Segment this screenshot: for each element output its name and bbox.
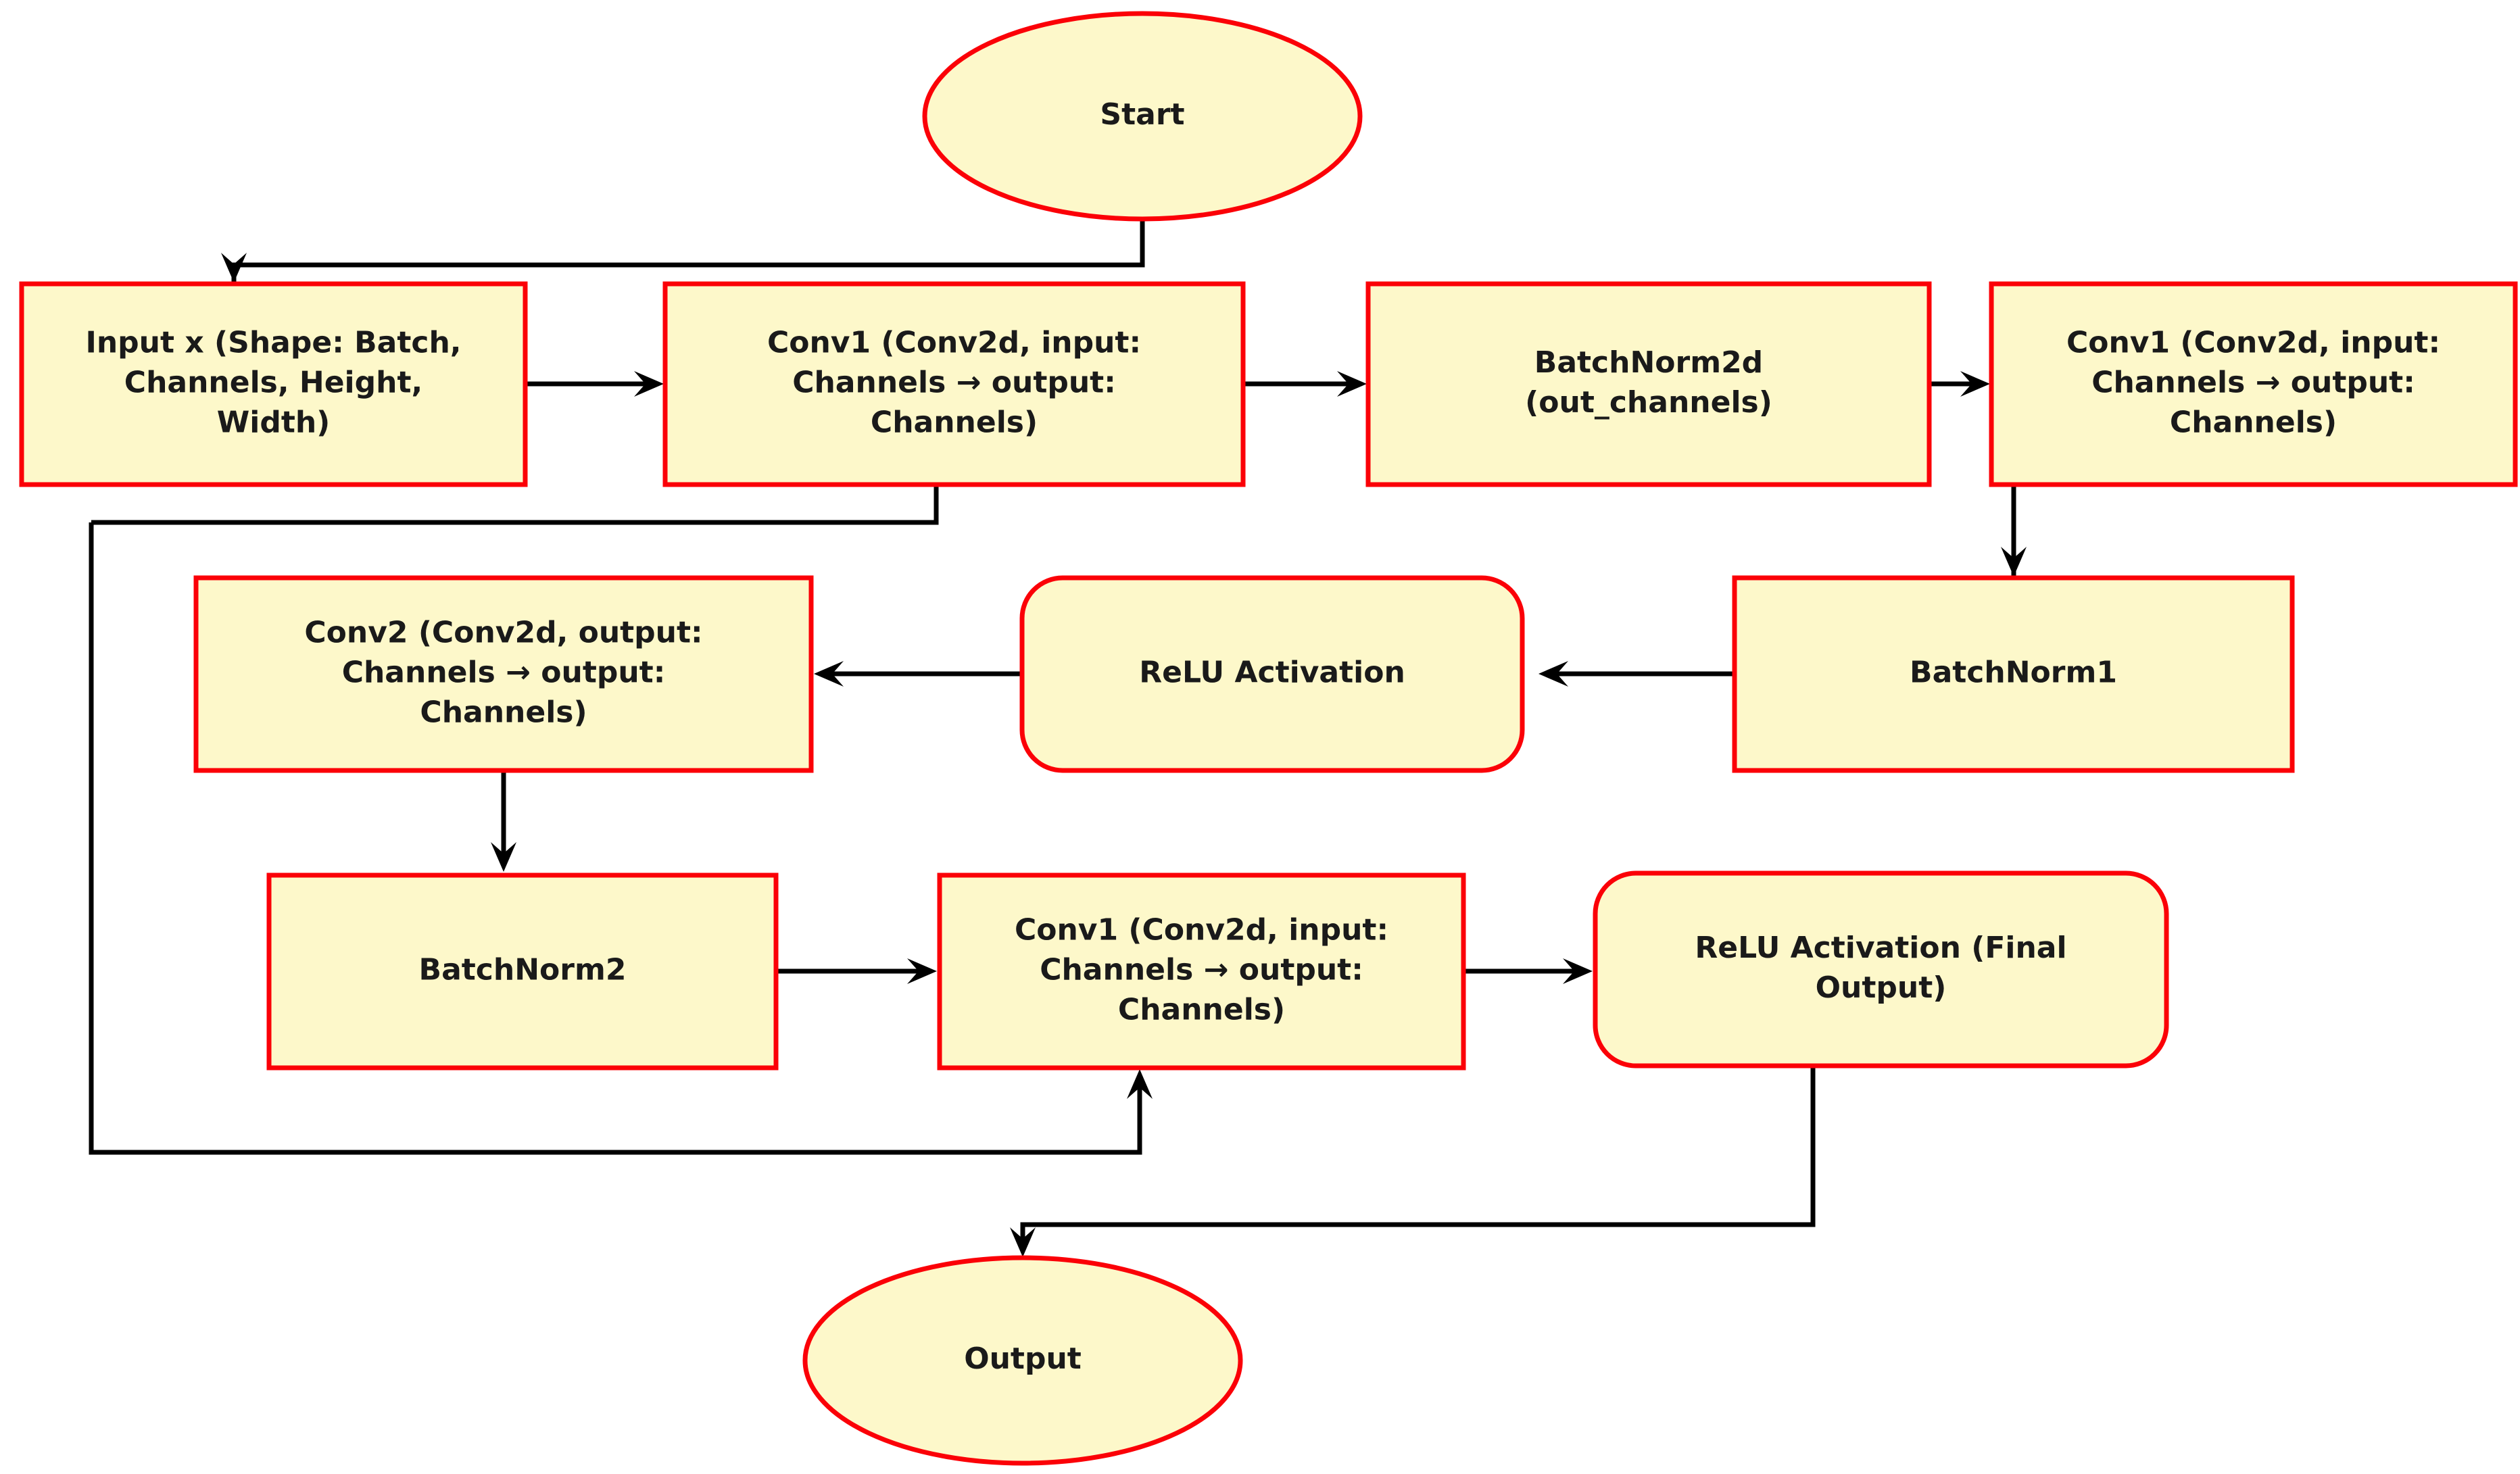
edge-conv1a-to-bn2d xyxy=(1244,371,1367,397)
edge-bn2d-to-conv1b xyxy=(1931,371,1990,397)
node-label: Output xyxy=(964,1342,1082,1376)
arrowhead-icon xyxy=(1960,371,1990,397)
node-label: BatchNorm2 xyxy=(419,953,627,987)
node-rounded-rect[interactable] xyxy=(1019,575,1525,773)
edges-layer xyxy=(89,219,2027,1257)
edge-relu1-to-conv2 xyxy=(814,661,1021,687)
node-rect[interactable] xyxy=(1989,281,2518,487)
arrowhead-icon xyxy=(1010,1227,1036,1257)
arrowhead-icon xyxy=(1127,1069,1153,1099)
node-label: BatchNorm1 xyxy=(1910,656,2117,690)
node-ellipse[interactable] xyxy=(922,11,1363,222)
edge-relufinal-to-output xyxy=(1010,1067,1816,1257)
node-conv1-b[interactable]: Conv1 (Conv2d, input:Channels → output:C… xyxy=(1989,281,2518,487)
arrowhead-icon xyxy=(1538,661,1568,687)
node-batchnorm2d[interactable]: BatchNorm2d(out_channels) xyxy=(1365,281,1932,487)
node-conv1-c[interactable]: Conv1 (Conv2d, input:Channels → output:C… xyxy=(937,873,1466,1071)
arrowhead-icon xyxy=(1337,371,1367,397)
node-conv1-a[interactable]: Conv1 (Conv2d, input:Channels → output:C… xyxy=(662,281,1246,487)
node-start[interactable]: Start xyxy=(922,11,1363,222)
node-output[interactable]: Output xyxy=(802,1255,1243,1466)
node-ellipse[interactable] xyxy=(802,1255,1243,1466)
node-label: Conv2 (Conv2d, output:Channels → output:… xyxy=(304,616,702,730)
edge-path xyxy=(89,522,1142,1155)
node-label: Conv1 (Conv2d, input:Channels → output:C… xyxy=(1015,913,1388,1027)
arrowhead-icon xyxy=(634,371,664,397)
node-label: Conv1 (Conv2d, input:Channels → output:C… xyxy=(767,326,1141,440)
edge-path xyxy=(1020,1067,1816,1242)
node-label: Conv1 (Conv2d, input:Channels → output:C… xyxy=(2066,326,2440,440)
edge-start-to-input xyxy=(221,219,1145,282)
node-rect[interactable] xyxy=(1365,281,1932,487)
edge-conv1a-down-left xyxy=(91,486,939,525)
edge-bn2-to-conv1c xyxy=(777,958,937,984)
node-rect[interactable] xyxy=(193,575,814,773)
arrowhead-icon xyxy=(907,958,937,984)
node-rect[interactable] xyxy=(937,873,1466,1071)
node-label: ReLU Activation xyxy=(1139,656,1405,690)
node-rect[interactable] xyxy=(19,281,528,487)
arrowhead-icon xyxy=(814,661,844,687)
edge-conv1c-to-relufinal xyxy=(1465,958,1593,984)
arrowhead-icon xyxy=(1563,958,1593,984)
node-rounded-rect[interactable] xyxy=(1593,870,2169,1068)
edge-bn1-to-relu1 xyxy=(1538,661,1733,687)
node-label: Input x (Shape: Batch,Channels, Height,W… xyxy=(85,326,461,440)
node-label: BatchNorm2d(out_channels) xyxy=(1525,345,1772,420)
edge-path xyxy=(231,219,1145,282)
edge-conv1b-to-bn1 xyxy=(2001,486,2027,578)
arrowhead-icon xyxy=(2001,547,2027,576)
node-input-x[interactable]: Input x (Shape: Batch,Channels, Height,W… xyxy=(19,281,528,487)
node-rect[interactable] xyxy=(1732,575,2295,773)
edge-conv2-to-bn2 xyxy=(491,772,516,872)
node-label: Start xyxy=(1100,97,1184,132)
node-batchnorm1[interactable]: BatchNorm1 xyxy=(1732,575,2295,773)
edge-path xyxy=(91,486,939,525)
edge-input-to-conv1a xyxy=(527,371,664,397)
arrowhead-icon xyxy=(221,253,247,282)
arrowhead-icon xyxy=(491,842,516,872)
node-relu-1[interactable]: ReLU Activation xyxy=(1019,575,1525,773)
edge-inputx-feedback-to-conv1c xyxy=(89,522,1153,1155)
node-rect[interactable] xyxy=(266,873,779,1071)
node-rect[interactable] xyxy=(662,281,1246,487)
node-batchnorm2[interactable]: BatchNorm2 xyxy=(266,873,779,1071)
node-conv2[interactable]: Conv2 (Conv2d, output:Channels → output:… xyxy=(193,575,814,773)
